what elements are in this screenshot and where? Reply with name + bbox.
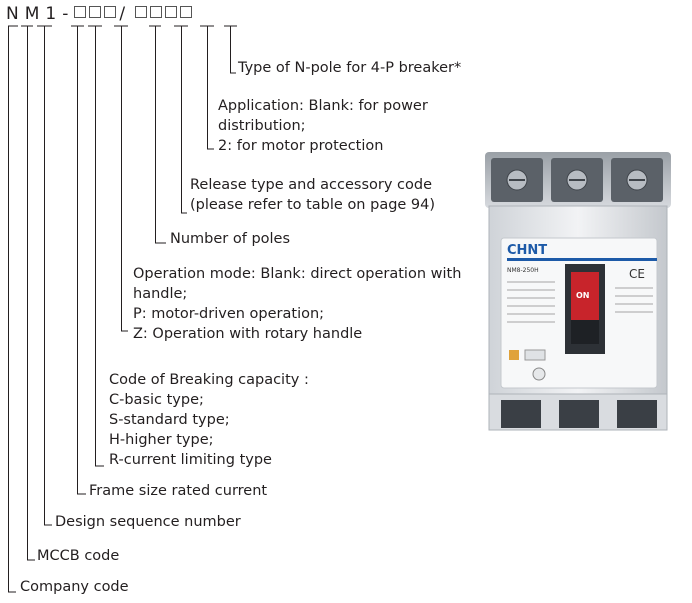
leader-poles xyxy=(149,25,166,244)
leader-release xyxy=(174,25,188,214)
legend-mccb: MCCB code xyxy=(37,546,119,566)
adjust-dial xyxy=(532,367,546,381)
code-box-release xyxy=(150,6,163,18)
spec-table-right xyxy=(615,287,653,313)
code-box-frame xyxy=(74,6,87,18)
legend-application-line: 2: for motor protection xyxy=(218,138,384,154)
legend-frame: Frame size rated current xyxy=(89,481,267,501)
code-digit-1: 1 xyxy=(45,4,63,24)
code-slash: / xyxy=(119,4,132,24)
leader-breaking xyxy=(88,25,104,467)
breaker-photo: CHNT NM8-250H ON CE xyxy=(485,152,671,431)
legend-release-line: Release type and accessory code xyxy=(190,177,433,193)
leader-frame xyxy=(71,25,86,495)
legend-application: Application: Blank: for power distributi… xyxy=(218,96,428,156)
legend-breaking: Code of Breaking capacity : C-basic type… xyxy=(109,370,309,470)
legend-breaking-line: R-current limiting type xyxy=(109,452,272,468)
legend-breaking-line: C-basic type; xyxy=(109,392,204,408)
leader-company xyxy=(8,25,18,593)
code-box-operation xyxy=(104,6,117,18)
on-label: ON xyxy=(576,291,590,300)
legend-operation: Operation mode: Blank: direct operation … xyxy=(133,264,461,344)
legend-mccb-line: MCCB code xyxy=(37,548,120,564)
legend-application-line: distribution; xyxy=(218,118,306,134)
legend-frame-line: Frame size rated current xyxy=(89,483,268,499)
code-dash: - xyxy=(62,4,75,24)
code-box-application xyxy=(165,6,178,18)
code-letter-m: M xyxy=(24,4,46,24)
legend-company: Company code xyxy=(20,577,129,597)
code-box-capacity xyxy=(89,6,102,18)
test-button xyxy=(509,350,519,360)
legend-breaking-line: S-standard type; xyxy=(109,412,230,428)
legend-operation-line: handle; xyxy=(133,286,188,302)
code-box-npole xyxy=(180,6,193,18)
legend-release-line: (please refer to table on page 94) xyxy=(190,197,436,213)
leader-design xyxy=(37,25,52,526)
code-box-poles xyxy=(135,6,148,18)
brand-logo: CHNT xyxy=(507,243,547,258)
legend-poles: Number of poles xyxy=(170,229,290,249)
legend-design: Design sequence number xyxy=(55,512,241,532)
leader-operation xyxy=(114,25,128,332)
leader-npole xyxy=(224,25,237,74)
legend-application-line: Application: Blank: for power xyxy=(218,98,428,114)
legend-company-line: Company code xyxy=(20,579,129,595)
legend-design-line: Design sequence number xyxy=(55,514,241,530)
legend-operation-line: P: motor-driven operation; xyxy=(133,306,325,322)
model-label: NM8-250H xyxy=(507,267,539,274)
model-code: NM1- / xyxy=(6,4,195,24)
terminal-block-bottom xyxy=(488,393,668,431)
spec-table-left xyxy=(507,281,555,323)
legend-release: Release type and accessory code (please … xyxy=(190,175,435,215)
leader-mccb xyxy=(21,25,35,561)
ce-mark: CE xyxy=(629,267,645,281)
legend-breaking-line: H-higher type; xyxy=(109,432,214,448)
legend-breaking-line: Code of Breaking capacity : xyxy=(109,372,309,388)
legend-poles-line: Number of poles xyxy=(170,231,291,247)
legend-operation-line: Z: Operation with rotary handle xyxy=(133,326,363,342)
legend-operation-line: Operation mode: Blank: direct operation … xyxy=(133,266,462,282)
leader-application xyxy=(200,25,214,150)
code-letter-n: N xyxy=(6,4,25,24)
terminal-block-top xyxy=(485,152,671,208)
legend-npole: Type of N-pole for 4-P breaker* xyxy=(238,58,461,78)
on-handle xyxy=(571,272,599,320)
legend-npole-line: Type of N-pole for 4-P breaker* xyxy=(238,60,462,76)
